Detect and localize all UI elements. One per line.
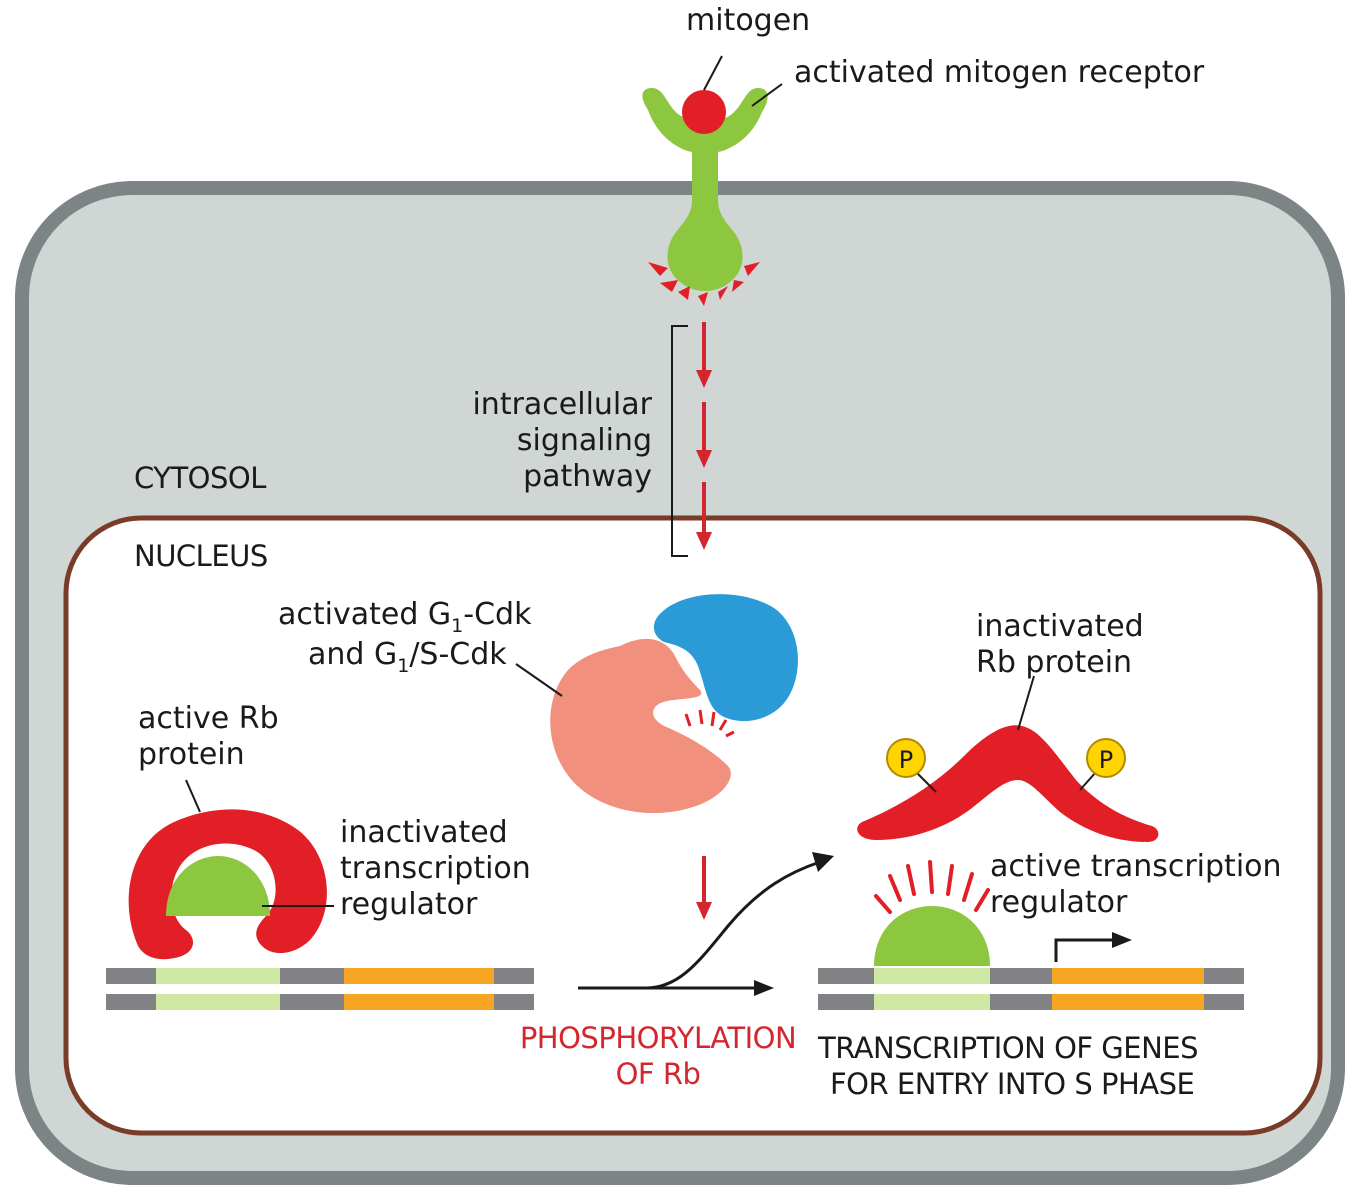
transcription-start-arrow (1054, 938, 1116, 962)
active-regulator-spikes (874, 860, 990, 914)
cytosol-label: CYTOSOL (134, 461, 266, 495)
receptor-activation-spikes (648, 262, 760, 306)
pathway-label-2: signaling (517, 423, 652, 458)
split-arrow-head-up (812, 852, 834, 872)
cyclin-subunit (653, 594, 798, 722)
inactive-regulator-label-2: transcription (340, 851, 531, 886)
phosphate-left (886, 738, 926, 778)
dna-right (818, 968, 1244, 1010)
dna-left (106, 968, 534, 1010)
pathway-bracket (671, 325, 688, 557)
split-arrow (578, 860, 821, 990)
phosphate-right-label: P (1099, 746, 1113, 774)
active-regulator (874, 906, 990, 966)
cdk-label-line2: and G1/S-Cdk (308, 637, 507, 677)
active-rb-label-2: protein (138, 737, 245, 772)
inactivated-rb-label-2: Rb protein (976, 645, 1132, 680)
pathway-label-3: pathway (523, 459, 652, 494)
cdk-leader (515, 663, 563, 697)
mitogen-label: mitogen (686, 3, 810, 38)
transcription-start-arrow-head (1112, 932, 1132, 948)
inactive-regulator-label-3: regulator (340, 887, 478, 922)
mitogen-receptor (642, 88, 768, 291)
inactivated-rb-label-1: inactivated (976, 609, 1144, 644)
mitogen-molecule (682, 90, 726, 134)
cdk-activation-spikes (684, 709, 735, 738)
cdk-subunit (550, 638, 731, 814)
nucleus-label: NUCLEUS (134, 539, 268, 573)
active-rb-protein (128, 809, 327, 960)
inactivated-rb-protein (857, 725, 1159, 842)
split-arrow-head-right (754, 980, 774, 996)
pathway-label-1: intracellular (472, 387, 652, 422)
phosphate-right (1086, 738, 1126, 778)
inactivated-rb-leader (1017, 675, 1035, 731)
active-rb-label-1: active Rb (138, 701, 279, 736)
cdk-label-line1: activated G1-Cdk (278, 597, 532, 637)
phosphate-left-label: P (899, 746, 913, 774)
activated-receptor-label: activated mitogen receptor (794, 55, 1205, 90)
transcription-label-2: FOR ENTRY INTO S PHASE (830, 1067, 1194, 1101)
active-regulator-label-1: active transcription (990, 849, 1282, 884)
phosphorylation-label-1: PHOSPHORYLATION (520, 1021, 796, 1055)
phosphorylation-label-2: OF Rb (616, 1057, 701, 1091)
phosphorylation-arrow (696, 856, 712, 920)
receptor-leader (751, 83, 783, 107)
active-rb-leader (185, 779, 201, 813)
active-regulator-label-2: regulator (990, 885, 1128, 920)
transcription-label-1: TRANSCRIPTION OF GENES (817, 1031, 1198, 1065)
inactive-regulator-label-1: inactivated (340, 815, 508, 850)
signaling-arrows (696, 322, 712, 550)
phosphate-left-link (915, 771, 937, 793)
phosphate-right-link (1079, 771, 1097, 791)
mitogen-leader (703, 55, 723, 91)
inactive-regulator (166, 856, 270, 916)
